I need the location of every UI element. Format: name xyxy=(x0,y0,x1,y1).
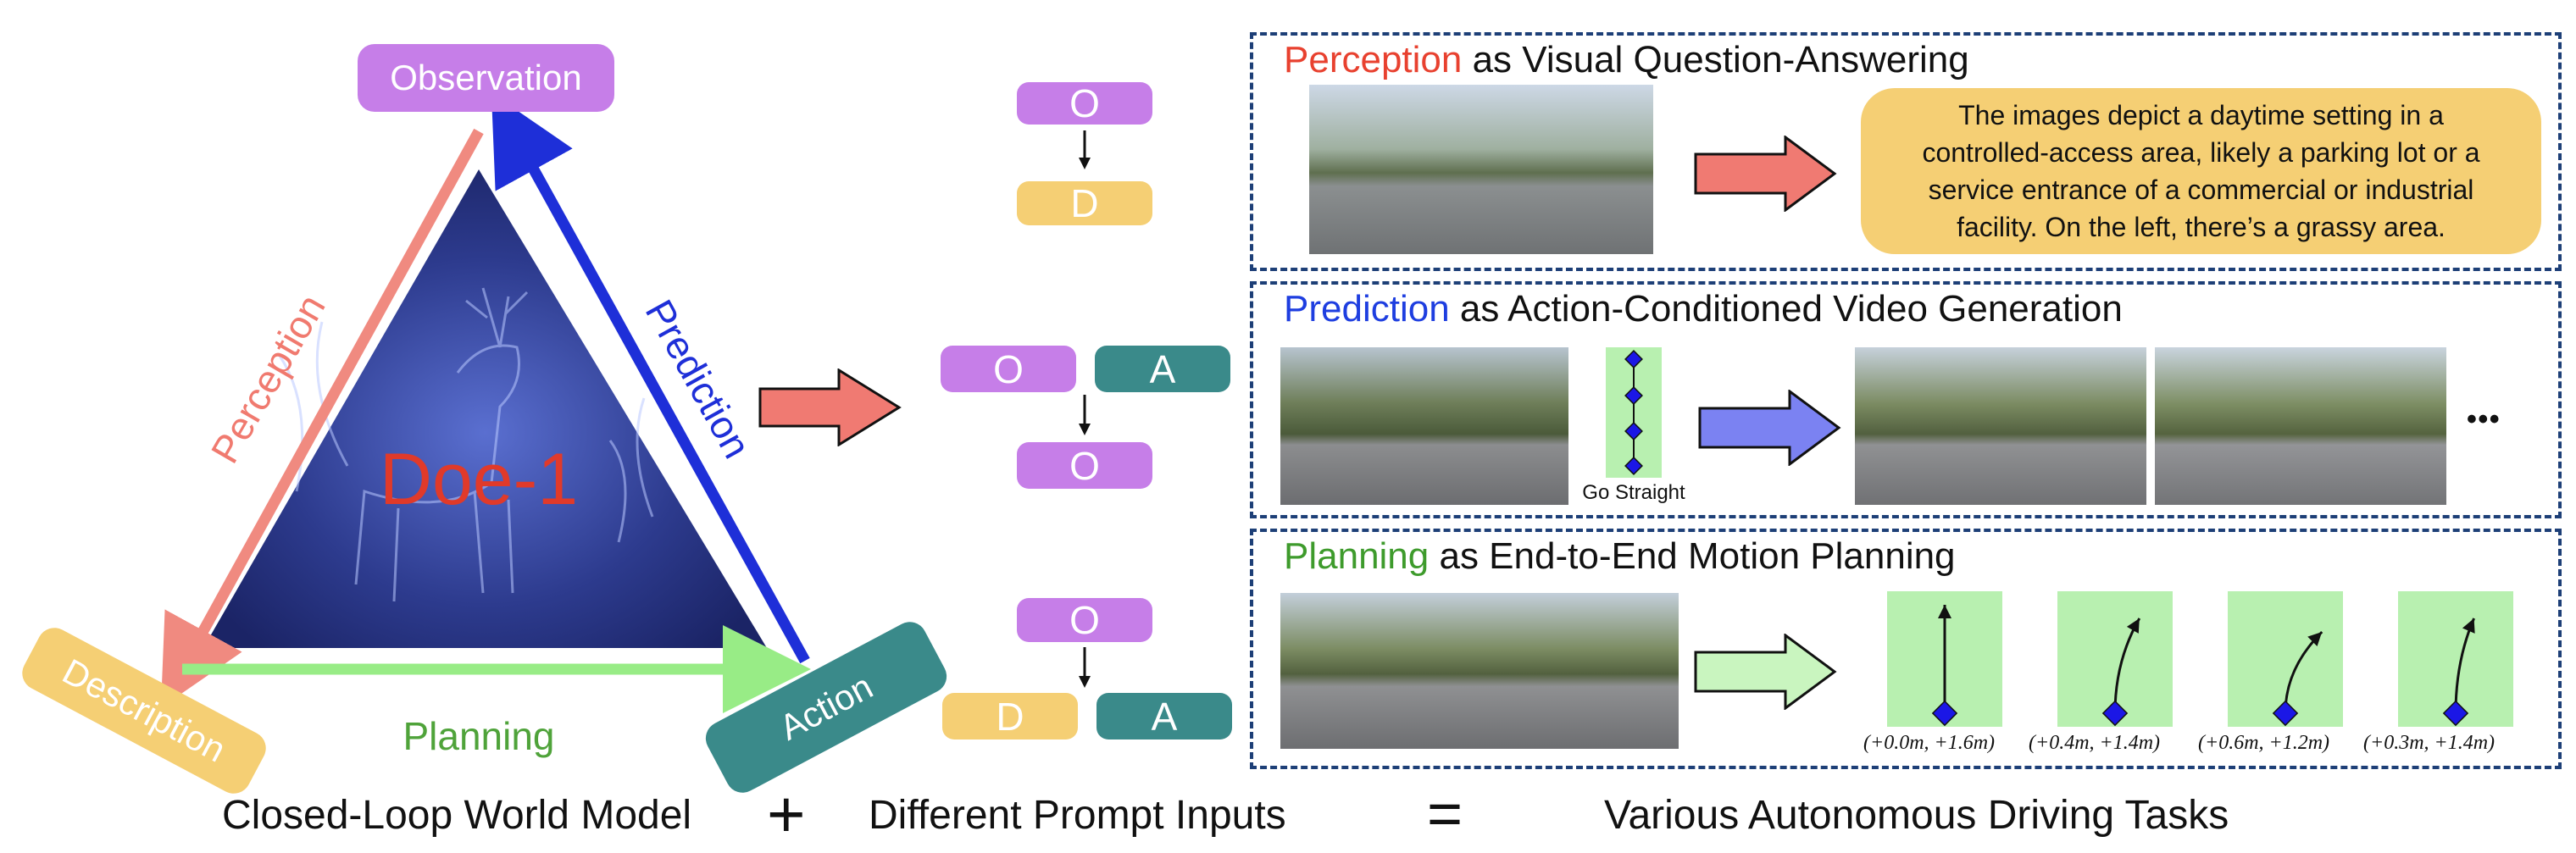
planning-panel-keyword: Planning xyxy=(1284,535,1430,577)
planning-panel: Planning as End-to-End Motion Planning (… xyxy=(1250,529,2562,769)
planning-camera-image xyxy=(1280,593,1679,749)
prediction-panel-title: Prediction as Action-Conditioned Video G… xyxy=(1284,288,2123,330)
to-prompts-arrow xyxy=(758,368,902,446)
trajectory-arrowhead-2 xyxy=(2126,618,2140,634)
answer-line-3: service entrance of a commercial or indu… xyxy=(1928,174,2474,205)
trajectory-box-1 xyxy=(1887,591,2002,727)
trajectory-label-3: (+0.6m, +1.2m) xyxy=(2198,732,2330,754)
trajectory-arrowhead-1 xyxy=(1938,605,1951,618)
perception-panel-title-rest: as Visual Question-Answering xyxy=(1462,39,1969,80)
perception-panel: Perception as Visual Question-Answering … xyxy=(1250,32,2562,271)
perception-label: Perception xyxy=(203,287,334,470)
perception-arrow xyxy=(1694,136,1837,212)
ego-vehicle-marker-3 xyxy=(2272,700,2299,727)
perception-panel-title: Perception as Visual Question-Answering xyxy=(1284,39,1969,81)
prompt-planning-arrow xyxy=(1079,647,1091,688)
bottom-driving-tasks: Various Autonomous Driving Tasks xyxy=(1604,793,2229,838)
prompt-planning-output-d-label: D xyxy=(996,694,1024,739)
go-straight-trajectory xyxy=(1624,350,1643,475)
prompt-perception-arrow xyxy=(1079,130,1091,169)
prediction-arrow xyxy=(491,92,810,664)
prompt-perception-input: O xyxy=(1017,81,1152,125)
answer-line-1: The images depict a daytime setting in a xyxy=(1958,100,2444,130)
deer-illustration xyxy=(278,287,654,602)
planning-panel-title-rest: as End-to-End Motion Planning xyxy=(1429,535,1956,577)
ego-vehicle-marker-1 xyxy=(1931,700,1958,727)
prompt-planning-output-d: D xyxy=(942,693,1078,739)
doe-1-label: Doe-1 xyxy=(380,439,578,520)
prediction-output-frame-1 xyxy=(1855,347,2146,505)
prompt-prediction-output: O xyxy=(1017,442,1152,489)
prompt-planning-input-label: O xyxy=(1069,598,1100,642)
trajectory-arrowhead-4 xyxy=(2462,618,2475,634)
ego-vehicle-marker-4 xyxy=(2442,700,2469,727)
prediction-panel-keyword: Prediction xyxy=(1284,288,1450,330)
trajectory-box-3 xyxy=(2228,591,2343,727)
doe-triangle-image xyxy=(203,169,767,648)
trajectory-box-4 xyxy=(2398,591,2513,727)
prediction-output-frame-2 xyxy=(2155,347,2446,505)
trajectory-arrowhead-3 xyxy=(2307,632,2323,646)
prompt-perception-output-label: D xyxy=(1070,181,1099,225)
trajectory-label-1: (+0.0m, +1.6m) xyxy=(1863,732,1996,754)
planning-panel-title: Planning as End-to-End Motion Planning xyxy=(1284,535,1956,578)
bottom-closed-loop: Closed-Loop World Model xyxy=(222,793,692,838)
planning-trajectories xyxy=(1887,591,2513,727)
bottom-plus: + xyxy=(767,777,806,851)
bottom-equals: = xyxy=(1427,780,1463,848)
prompt-prediction-output-label: O xyxy=(1069,443,1100,488)
prompt-perception-output: D xyxy=(1017,181,1152,225)
bottom-prompt-inputs: Different Prompt Inputs xyxy=(869,793,1286,838)
perception-panel-keyword: Perception xyxy=(1284,39,1463,80)
prompt-prediction-input-a-label: A xyxy=(1149,346,1176,391)
trajectory-box-2 xyxy=(2057,591,2173,727)
prompt-prediction-arrow xyxy=(1079,395,1091,435)
perception-camera-image xyxy=(1309,85,1653,254)
go-straight-label: Go Straight xyxy=(1582,481,1685,504)
answer-line-4: facility. On the left, there’s a grassy … xyxy=(1957,212,2446,242)
trajectory-label-2: (+0.4m, +1.4m) xyxy=(2029,732,2161,754)
perception-answer-bubble: The images depict a daytime setting in a… xyxy=(1861,88,2541,254)
more-frames-ellipsis: • • • xyxy=(2467,403,2500,435)
prompt-planning-output-a-label: A xyxy=(1151,694,1178,739)
prompt-prediction-input-a: A xyxy=(1095,346,1230,392)
prediction-arrow xyxy=(1698,390,1841,466)
prediction-input-frame xyxy=(1280,347,1568,505)
planning-label: Planning xyxy=(402,714,554,758)
prompt-prediction-input-o: O xyxy=(941,346,1076,392)
prompt-perception-input-label: O xyxy=(1069,81,1100,125)
trajectory-label-4: (+0.3m, +1.4m) xyxy=(2363,732,2496,754)
answer-line-2: controlled-access area, likely a parking… xyxy=(1922,137,2480,168)
prompt-planning-output-a: A xyxy=(1096,693,1232,739)
prompt-planning-input: O xyxy=(1017,598,1152,642)
observation-node: Observation xyxy=(358,44,614,112)
observation-node-label: Observation xyxy=(390,58,582,97)
ego-vehicle-marker-2 xyxy=(2101,700,2129,727)
planning-arrow xyxy=(1694,634,1837,710)
perception-arrow xyxy=(160,128,484,708)
closed-loop-diagram: Doe-1 Perception Prediction Planning xyxy=(160,92,811,758)
prompt-prediction-input-o-label: O xyxy=(993,346,1024,391)
prediction-panel: Prediction as Action-Conditioned Video G… xyxy=(1250,281,2562,518)
prediction-panel-title-rest: as Action-Conditioned Video Generation xyxy=(1449,288,2123,330)
